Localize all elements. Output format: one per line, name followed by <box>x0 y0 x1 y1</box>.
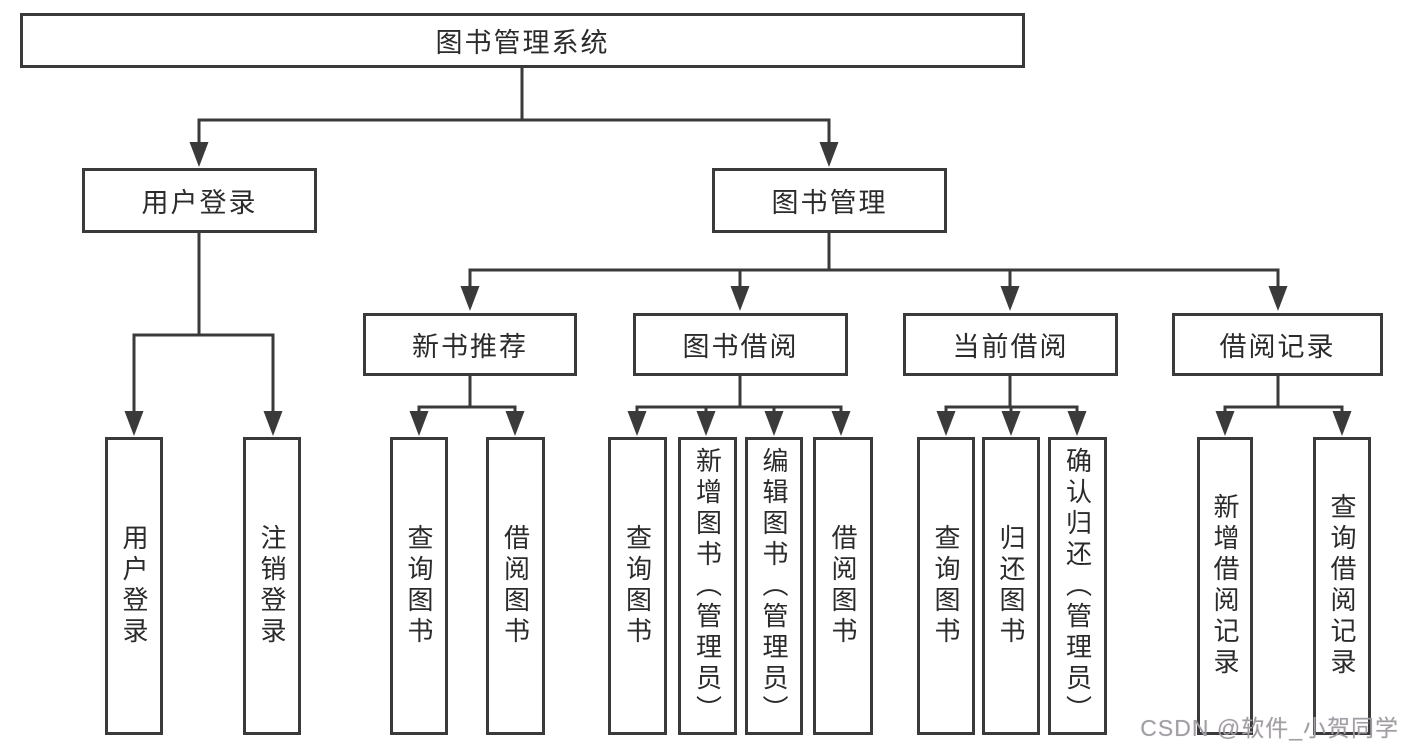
leaf-recommend-query-books: 查询图书 <box>390 437 448 735</box>
leaf-recommend-borrow-books: 借阅图书 <box>486 437 545 735</box>
leaf-records-add-record: 新增借阅记录 <box>1197 437 1253 735</box>
node-label: 新书推荐 <box>412 332 528 362</box>
node-label: 借阅记录 <box>1219 332 1336 362</box>
node-label: 归还图书 <box>996 524 1026 648</box>
node-label: 新增借阅记录 <box>1210 493 1240 679</box>
node-borrowing-records: 借阅记录 <box>1172 313 1383 376</box>
leaf-borrowing-query-books: 查询图书 <box>608 437 667 735</box>
leaf-logout: 注销登录 <box>243 437 301 735</box>
leaf-current-return-books: 归还图书 <box>982 437 1040 735</box>
node-label: 注销登录 <box>257 524 287 648</box>
node-new-book-recommendation: 新书推荐 <box>363 313 577 376</box>
node-current-borrowing: 当前借阅 <box>903 313 1118 376</box>
node-label: 用户登录 <box>119 524 149 648</box>
node-label: 借阅图书 <box>500 524 531 648</box>
node-label: 新增图书（管理员） <box>692 446 723 726</box>
node-label: 当前借阅 <box>952 332 1069 362</box>
node-label: 确认归还（管理员） <box>1062 446 1093 726</box>
node-label: 用户登录 <box>141 188 258 218</box>
node-book-borrowing: 图书借阅 <box>633 313 848 376</box>
node-label: 编辑图书（管理员） <box>759 446 789 726</box>
node-label: 图书管理系统 <box>435 28 610 58</box>
csdn-watermark: CSDN @软件_小贺同学 <box>1140 715 1399 741</box>
node-label: 借阅图书 <box>828 524 858 648</box>
node-library-management-system: 图书管理系统 <box>20 13 1025 68</box>
node-label: 查询图书 <box>622 524 653 648</box>
arrowheads <box>124 142 1352 436</box>
node-book-management: 图书管理 <box>712 168 947 233</box>
leaf-borrowing-add-books-admin: 新增图书（管理员） <box>678 437 737 735</box>
leaf-borrowing-edit-books-admin: 编辑图书（管理员） <box>745 437 803 735</box>
leaf-borrowing-borrow-books: 借阅图书 <box>813 437 873 735</box>
leaf-records-query-record: 查询借阅记录 <box>1313 437 1371 735</box>
leaf-user-login: 用户登录 <box>105 437 163 735</box>
leaf-current-query-books: 查询图书 <box>917 437 975 735</box>
node-label: 查询借阅记录 <box>1327 493 1357 679</box>
node-label: 图书借阅 <box>682 332 799 362</box>
node-label: 图书管理 <box>771 188 888 218</box>
node-label: 查询图书 <box>931 524 961 648</box>
node-label: 查询图书 <box>404 524 434 648</box>
node-user-login: 用户登录 <box>82 168 317 233</box>
leaf-current-confirm-return-admin: 确认归还（管理员） <box>1048 437 1107 735</box>
